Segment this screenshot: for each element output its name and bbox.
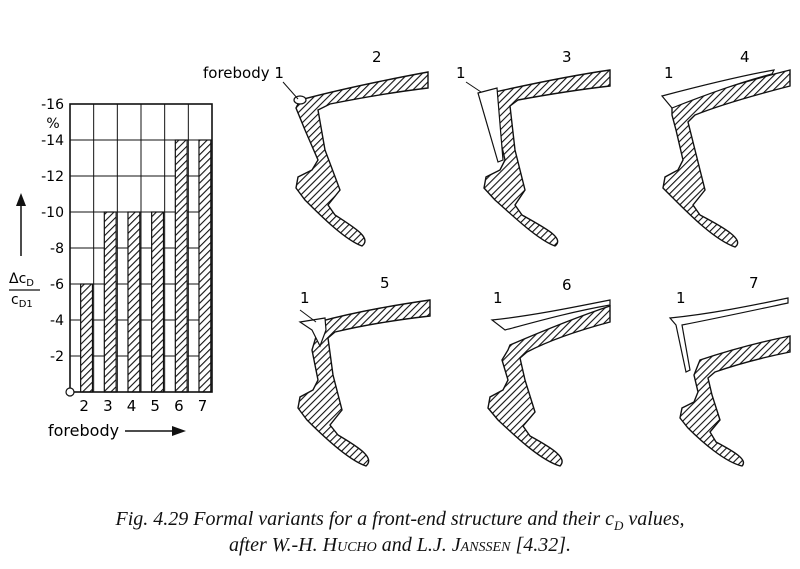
y-label-numerator: ΔcD (9, 271, 34, 289)
y-tick-label: -12 (41, 169, 64, 185)
figure-caption-line-2: after W.-H. Hucho and L.J. Janssen [4.32… (228, 534, 572, 556)
variant-label: 5 (380, 274, 390, 292)
variant-label: 2 (372, 48, 382, 66)
sketch-forebody-4: 1 4 (660, 48, 791, 248)
y-axis-label: ΔcD cD1 (9, 193, 40, 310)
bar-forebody-4 (127, 211, 141, 393)
variant-label: 4 (740, 48, 750, 66)
x-axis-label: forebody (48, 421, 186, 440)
figure-caption-line-1: Fig. 4.29 Formal variants for a front-en… (115, 508, 685, 533)
origin-marker (65, 387, 75, 397)
sketch-forebody-6: 1 6 (487, 276, 611, 467)
x-tick-label: 5 (150, 397, 160, 415)
x-tick-label: 3 (103, 397, 113, 415)
x-tick-label: 7 (198, 397, 208, 415)
sketch-forebody-2: forebody 1 2 (203, 48, 429, 247)
body-section (679, 335, 791, 467)
reference-label: 1 (300, 289, 310, 307)
x-tick-label: 6 (174, 397, 184, 415)
y-tick-label: -2 (50, 349, 64, 365)
leader-line (282, 81, 299, 100)
y-tick-label: -10 (41, 205, 64, 221)
leader-line (299, 309, 317, 323)
y-tick-label: -16 (41, 97, 64, 113)
y-label-denominator: cD1 (11, 292, 33, 310)
forebody-flap (477, 87, 504, 163)
leader-line (465, 81, 482, 93)
bar-forebody-5 (151, 211, 165, 393)
reference-label: 1 (493, 289, 503, 307)
reference-label: 1 (676, 289, 686, 307)
y-unit-label: % (46, 116, 59, 132)
body-section (297, 299, 431, 467)
body-section (483, 69, 611, 247)
x-tick-label: 4 (127, 397, 137, 415)
y-axis-arrow-head (16, 193, 26, 206)
reference-label: 1 (664, 64, 674, 82)
sketch-forebody-3: 1 3 (456, 48, 611, 247)
y-tick-label: -14 (41, 133, 64, 149)
y-tick-labels: -2 -4 -6 -8 -10 -12 -14 -16 (41, 97, 64, 365)
body-section (662, 69, 791, 248)
body-section (487, 305, 611, 467)
forebody-nose-part (490, 299, 611, 331)
chart-bars (80, 139, 212, 393)
variant-label: 7 (749, 274, 759, 292)
bar-forebody-2 (80, 283, 94, 393)
bar-forebody-3 (103, 211, 117, 393)
y-tick-label: -4 (50, 313, 64, 329)
y-tick-label: -8 (50, 241, 64, 257)
bar-forebody-6 (174, 139, 188, 393)
bar-forebody-7 (198, 139, 212, 393)
reference-label: forebody 1 (203, 64, 284, 82)
variant-label: 6 (562, 276, 572, 294)
x-axis-arrow-head (172, 426, 186, 436)
sketch-forebody-5: 1 5 (297, 274, 431, 467)
x-tick-label: 2 (79, 397, 89, 415)
sketch-forebody-7: 1 7 (668, 274, 791, 467)
chart-frame (69, 103, 213, 393)
plot-frame (69, 103, 213, 393)
y-tick-label: -6 (50, 277, 64, 293)
forebody-nose-part (668, 297, 789, 373)
forebody-nose-part (298, 317, 327, 348)
reference-label: 1 (456, 64, 466, 82)
variant-label: 3 (562, 48, 572, 66)
forebody-nose-part (660, 69, 776, 109)
body-section (295, 71, 429, 247)
x-label-text: forebody (48, 421, 119, 440)
